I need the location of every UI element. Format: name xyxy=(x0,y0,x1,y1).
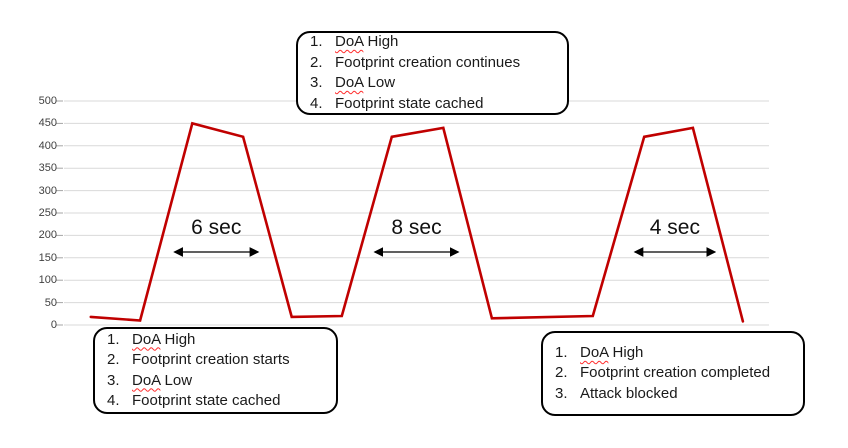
callout-item: 3. DoA Low xyxy=(310,73,559,94)
callout-item-text: DoA High xyxy=(132,330,196,348)
spellcheck-underlined-word: DoA xyxy=(132,371,161,389)
callout-item-number: 1. xyxy=(555,343,568,361)
spellcheck-underlined-word: DoA xyxy=(335,74,364,91)
callout-item-text: DoA Low xyxy=(335,74,396,91)
callout-item-number: 2. xyxy=(107,351,120,368)
callout-item-text: Footprint creation completed xyxy=(580,364,771,382)
callout-item: 4. Footprint state cached xyxy=(310,94,559,115)
y-axis-tick-label: 100 xyxy=(38,274,57,287)
y-axis-tick-label: 0 xyxy=(50,319,57,331)
y-axis-tick-label: 300 xyxy=(38,184,57,197)
spellcheck-underlined-word: DoA xyxy=(132,330,161,348)
y-axis-tick-label: 500 xyxy=(38,95,57,107)
callout-item: 2. Footprint creation completed xyxy=(555,363,795,384)
callout-item: 1. DoA High xyxy=(310,32,559,53)
gridlines xyxy=(64,100,769,326)
doa-signal-line xyxy=(89,121,745,323)
y-axis-tick-label: 150 xyxy=(38,251,57,264)
callout-item-text: DoA High xyxy=(335,33,399,50)
callout-item-number: 2. xyxy=(310,53,323,71)
spellcheck-underlined-word: DoA xyxy=(580,343,609,361)
callout-item-text: Footprint state cached xyxy=(132,392,281,409)
callout-item-number: 3. xyxy=(310,74,323,91)
y-axis-tick-label: 400 xyxy=(38,139,57,152)
callout-item-number: 1. xyxy=(310,33,323,50)
callout-item-text: Footprint state cached xyxy=(335,94,484,112)
callout-item: 3. DoA Low xyxy=(107,371,328,392)
y-axis-tick-label: 50 xyxy=(44,296,57,309)
callout-item: 3. Attack blocked xyxy=(555,384,795,405)
y-axis-ticks xyxy=(56,100,63,326)
spellcheck-underlined-word: DoA xyxy=(335,33,364,50)
duration-label: 8 sec xyxy=(391,215,442,239)
callout-item-number: 1. xyxy=(107,330,120,348)
y-axis-tick-label: 200 xyxy=(38,229,57,242)
callout-item-number: 3. xyxy=(107,371,120,389)
callout-item-number: 4. xyxy=(107,392,120,409)
callout-peak1-events: 1. DoA High 2. Footprint creation starts 3. D… xyxy=(93,327,338,414)
callout-item-number: 2. xyxy=(555,364,568,382)
callout-peak3-events: 1. DoA High 2. Footprint creation completed… xyxy=(541,331,805,416)
y-axis-tick-label: 350 xyxy=(38,162,57,175)
y-axis-tick-label: 250 xyxy=(38,207,57,219)
callout-item-text: DoA High xyxy=(580,343,644,361)
callout-item-text: DoA Low xyxy=(132,371,193,389)
callout-item: 2. Footprint creation starts xyxy=(107,350,328,371)
duration-label: 4 sec xyxy=(649,215,700,239)
callout-peak2-events: 1. DoA High 2. Footprint creation continues… xyxy=(296,31,569,115)
callout-item: 4. Footprint state cached xyxy=(107,391,328,412)
callout-item-text: Footprint creation continues xyxy=(335,53,521,71)
callout-item-text: Attack blocked xyxy=(580,384,678,402)
duration-label: 6 sec xyxy=(191,215,242,239)
callout-item-number: 4. xyxy=(310,94,323,112)
callout-item: 1. DoA High xyxy=(555,343,795,364)
callout-item: 2. Footprint creation continues xyxy=(310,53,559,74)
callout-item-text: Footprint creation starts xyxy=(132,351,290,368)
y-axis-tick-label: 450 xyxy=(38,117,57,130)
callout-item: 1. DoA High xyxy=(107,330,328,351)
callout-item-number: 3. xyxy=(555,384,568,402)
